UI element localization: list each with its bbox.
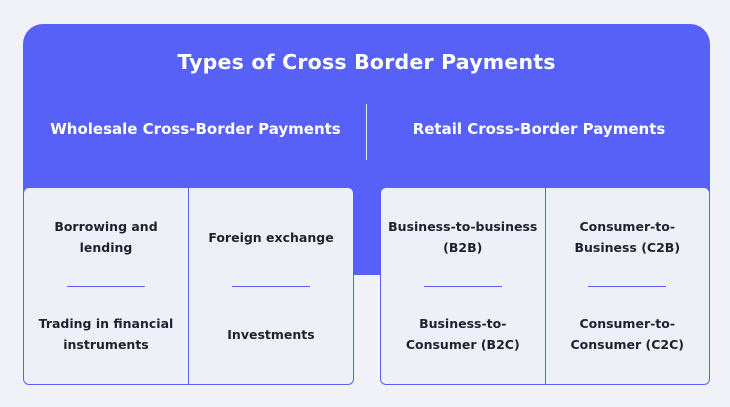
item-separator (232, 286, 310, 287)
retail-column-2: Consumer-to-Business (C2B) Consumer-to-C… (544, 188, 710, 384)
retail-item-b2c: Business-to-Consumer (B2C) (405, 316, 520, 352)
wholesale-panel: Borrowing and lending Trading in financi… (23, 187, 354, 385)
retail-panel: Business-to-business (B2B) Business-to-C… (380, 187, 710, 385)
wholesale-column-1: Borrowing and lending Trading in financi… (24, 188, 188, 384)
retail-column-1: Business-to-business (B2B) Business-to-C… (381, 188, 545, 384)
diagram-title: Types of Cross Border Payments (177, 50, 556, 74)
wholesale-item-borrowing-lending: Borrowing and lending (54, 219, 158, 255)
wholesale-item-foreign-exchange: Foreign exchange (208, 229, 334, 245)
wholesale-column-2: Foreign exchange Investments (188, 188, 353, 384)
item-separator (67, 286, 145, 287)
retail-item-c2c: Consumer-to-Consumer (C2C) (570, 316, 685, 352)
wholesale-item-investments: Investments (227, 326, 315, 342)
retail-section-title: Retail Cross-Border Payments (412, 120, 666, 138)
item-separator (423, 286, 502, 287)
wholesale-section-title: Wholesale Cross-Border Payments (50, 120, 341, 138)
wholesale-item-trading-instruments: Trading in financial instruments (38, 316, 174, 352)
section-divider (366, 104, 367, 160)
item-separator (588, 286, 667, 287)
retail-item-c2b: Consumer-to-Business (C2B) (574, 219, 681, 255)
retail-item-b2b: Business-to-business (B2B) (388, 219, 538, 255)
